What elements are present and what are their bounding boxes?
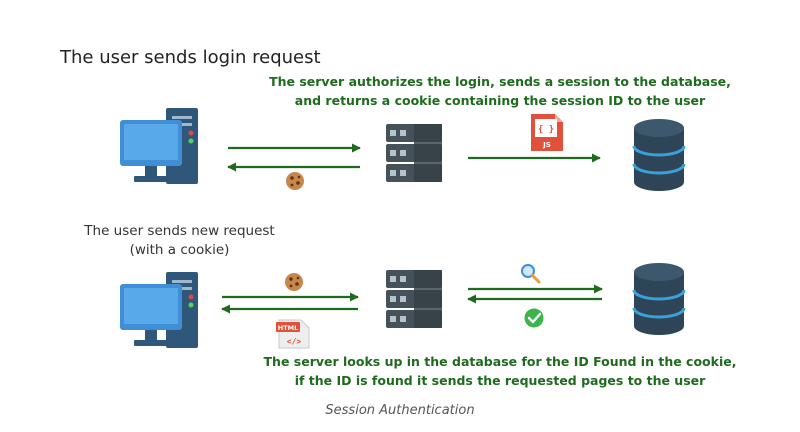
- server-icon: [386, 270, 442, 328]
- database-icon: [632, 119, 686, 191]
- authorize-note-line-2: and returns a cookie containing the sess…: [294, 93, 706, 108]
- new-request-line-1: The user sends new request: [84, 223, 275, 239]
- html-file-label: HTML: [278, 324, 298, 332]
- js-file-icon: { } JS: [531, 114, 563, 151]
- html-file-tag: </>: [287, 337, 302, 346]
- lookup-note-line-1: The server looks up in the database for …: [263, 354, 737, 369]
- js-file-label: JS: [542, 141, 551, 149]
- lookup-note-line-2: if the ID is found it sends the requeste…: [294, 373, 706, 388]
- authorize-note: The server authorizes the login, sends a…: [240, 72, 760, 110]
- database-icon: [632, 263, 686, 335]
- diagram-caption: Session Authentication: [325, 403, 475, 418]
- js-file-braces: { }: [538, 125, 554, 135]
- computer-icon: [120, 108, 198, 184]
- cookie-icon: [286, 172, 304, 190]
- new-request-line-2: (with a cookie): [129, 242, 230, 258]
- html-file-icon: HTML </>: [276, 319, 310, 349]
- server-icon: [386, 124, 442, 182]
- magnifier-icon: [521, 264, 541, 284]
- login-request-label: The user sends login request: [60, 47, 321, 68]
- lookup-note: The server looks up in the database for …: [240, 352, 760, 390]
- check-icon: [524, 308, 544, 328]
- computer-icon: [120, 272, 198, 348]
- new-request-note: The user sends new request (with a cooki…: [72, 222, 287, 260]
- authorize-note-line-1: The server authorizes the login, sends a…: [269, 74, 731, 89]
- cookie-icon: [285, 273, 303, 291]
